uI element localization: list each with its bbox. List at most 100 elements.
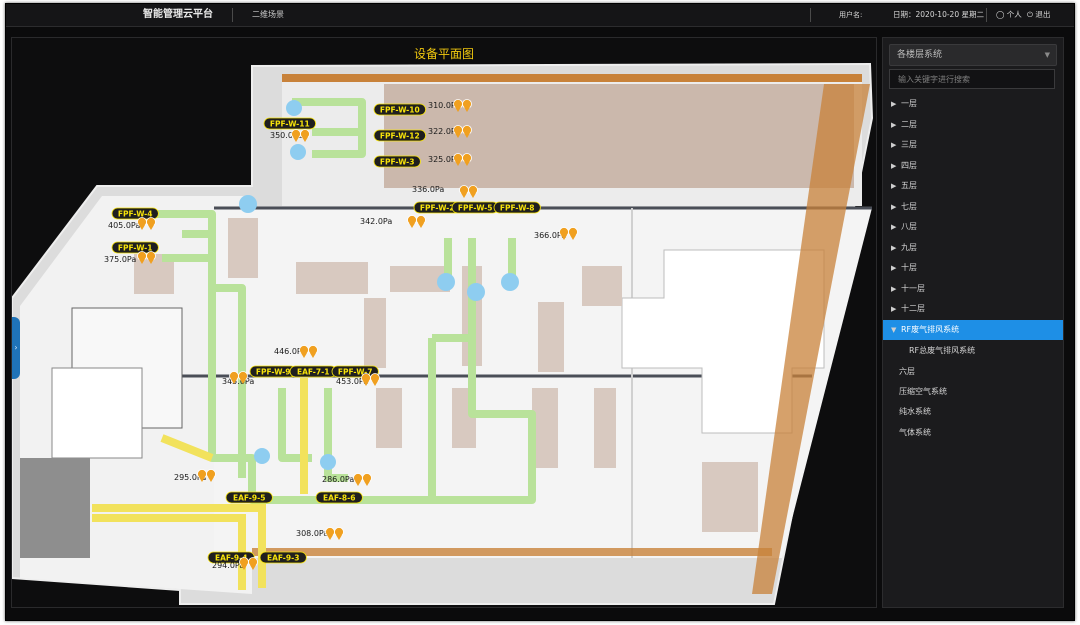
map-marker-icon xyxy=(418,223,424,228)
pressure-value: 325.0Pa xyxy=(428,155,460,164)
pressure-value: 446.0Pa xyxy=(274,347,306,356)
tree-item-11f[interactable]: ▶十一层 xyxy=(883,279,1063,299)
device-pill xyxy=(493,201,541,214)
caret-right-icon: ▶ xyxy=(891,121,897,129)
room-pink xyxy=(296,262,368,294)
app-title: 智能管理云平台 xyxy=(143,9,213,20)
tree-item-10f[interactable]: ▶十层 xyxy=(883,258,1063,278)
map-marker-icon xyxy=(561,235,567,240)
device-pill xyxy=(373,103,426,116)
tree-item-label: 四层 xyxy=(901,161,917,170)
device-tag[interactable]: FPF-W-3 325.0Pa xyxy=(373,153,472,168)
map-marker-icon xyxy=(363,381,369,386)
map-marker-icon xyxy=(139,259,145,264)
person-icon: ◯ xyxy=(996,10,1005,19)
tree-item-4f[interactable]: ▶ 四层 xyxy=(883,156,1063,176)
date-label: 日期：2020-10-20 星期二 xyxy=(893,10,984,19)
profile-label: 个人 xyxy=(1006,10,1022,19)
pressure-value: 345.0Pa xyxy=(222,377,254,386)
top-bar: 智能管理云平台 二维场景 用户名: 日期：2020-10-20 星期二 ◯ 个人… xyxy=(6,4,1074,27)
device-label: FPF-W-8 xyxy=(500,203,535,212)
device-label: FPF-W-2 xyxy=(420,203,455,212)
room-left-2 xyxy=(51,367,143,459)
tree-item-label: 十二层 xyxy=(901,304,925,313)
map-marker-icon xyxy=(310,353,316,358)
map-marker-icon xyxy=(148,259,154,264)
tree-item-8f[interactable]: ▶八层 xyxy=(883,217,1063,237)
app-window: 智能管理云平台 二维场景 用户名: 日期：2020-10-20 星期二 ◯ 个人… xyxy=(5,3,1075,621)
tree-item-1f[interactable]: ▶一层 xyxy=(883,94,1063,114)
caret-right-icon: ▶ xyxy=(891,285,897,293)
tree-item-compressed-air[interactable]: 压缩空气系统 xyxy=(883,382,1063,402)
device-label: EAF-7-1 xyxy=(297,367,329,376)
plan-title: 设备平面图 xyxy=(413,47,474,61)
pressure-value: 375.0Pa xyxy=(104,255,136,264)
right-block xyxy=(621,249,825,434)
fan-icon xyxy=(290,144,306,160)
map-marker-icon xyxy=(231,379,237,384)
tree-item-rf-exhaust[interactable]: ▼ RF废气排风系统 xyxy=(883,320,1063,340)
map-marker-icon xyxy=(372,381,378,386)
device-label: FPF-W-12 xyxy=(380,131,420,140)
tree-item-label: 五层 xyxy=(901,181,917,190)
tree-item-9f[interactable]: ▶九层 xyxy=(883,238,1063,258)
side-toggle-button[interactable]: › xyxy=(12,317,20,379)
room-pink xyxy=(538,302,564,372)
tree-item-rf-total-exhaust[interactable]: RF总废气排风系统 xyxy=(883,341,1063,361)
divider xyxy=(810,8,811,22)
nav-2d-scene[interactable]: 二维场景 xyxy=(252,10,284,19)
tree-item-label: 八层 xyxy=(901,222,917,231)
search-input[interactable] xyxy=(889,69,1055,89)
map-marker-icon xyxy=(455,107,461,112)
device-tag[interactable]: EAF-7-1 446.0Pa xyxy=(274,345,337,378)
device-label: FPF-W-3 xyxy=(380,157,415,166)
tree-item-label: RF废气排风系统 xyxy=(901,325,960,334)
device-label: EAF-8-6 xyxy=(323,493,355,502)
divider xyxy=(986,8,987,22)
floor-plan-panel: 设备平面图 xyxy=(11,37,877,608)
profile-link[interactable]: ◯ 个人 xyxy=(996,4,1022,26)
tree-item-pure-water[interactable]: 纯水系统 xyxy=(883,402,1063,422)
logout-link[interactable]: ⏻ 退出 xyxy=(1027,4,1050,26)
device-pill xyxy=(111,207,159,220)
map-marker-icon xyxy=(327,535,333,540)
caret-down-icon: ▼ xyxy=(891,326,897,334)
map-marker-icon xyxy=(470,193,476,198)
map-marker-icon xyxy=(240,379,246,384)
map-marker-icon xyxy=(241,565,247,570)
tree-item-5f[interactable]: ▶ 五层 xyxy=(883,176,1063,196)
tree-item-gas[interactable]: 气体系统 xyxy=(883,423,1063,443)
caret-right-icon: ▶ xyxy=(891,305,897,313)
tree-item-2f[interactable]: ▶二层 xyxy=(883,115,1063,135)
device-label: FPF-W-4 xyxy=(118,209,153,218)
tree-item-3f[interactable]: ▶三层 xyxy=(883,135,1063,155)
tree-item-7f[interactable]: ▶七层 xyxy=(883,197,1063,217)
device-label: FPF-W-10 xyxy=(380,105,420,114)
pressure-value: 295.0Pa xyxy=(174,473,206,482)
tree-item-6f[interactable]: 六层 xyxy=(883,362,1063,382)
stair xyxy=(20,458,90,558)
caret-right-icon: ▶ xyxy=(891,162,897,170)
caret-right-icon: ▶ xyxy=(891,264,897,272)
map-marker-icon xyxy=(208,477,214,482)
tree-item-12f[interactable]: ▶ 十二层 xyxy=(883,299,1063,319)
caret-right-icon: ▶ xyxy=(891,182,897,190)
room-pink xyxy=(594,388,616,468)
system-select[interactable]: 各楼层系统 ▼ xyxy=(889,44,1057,66)
